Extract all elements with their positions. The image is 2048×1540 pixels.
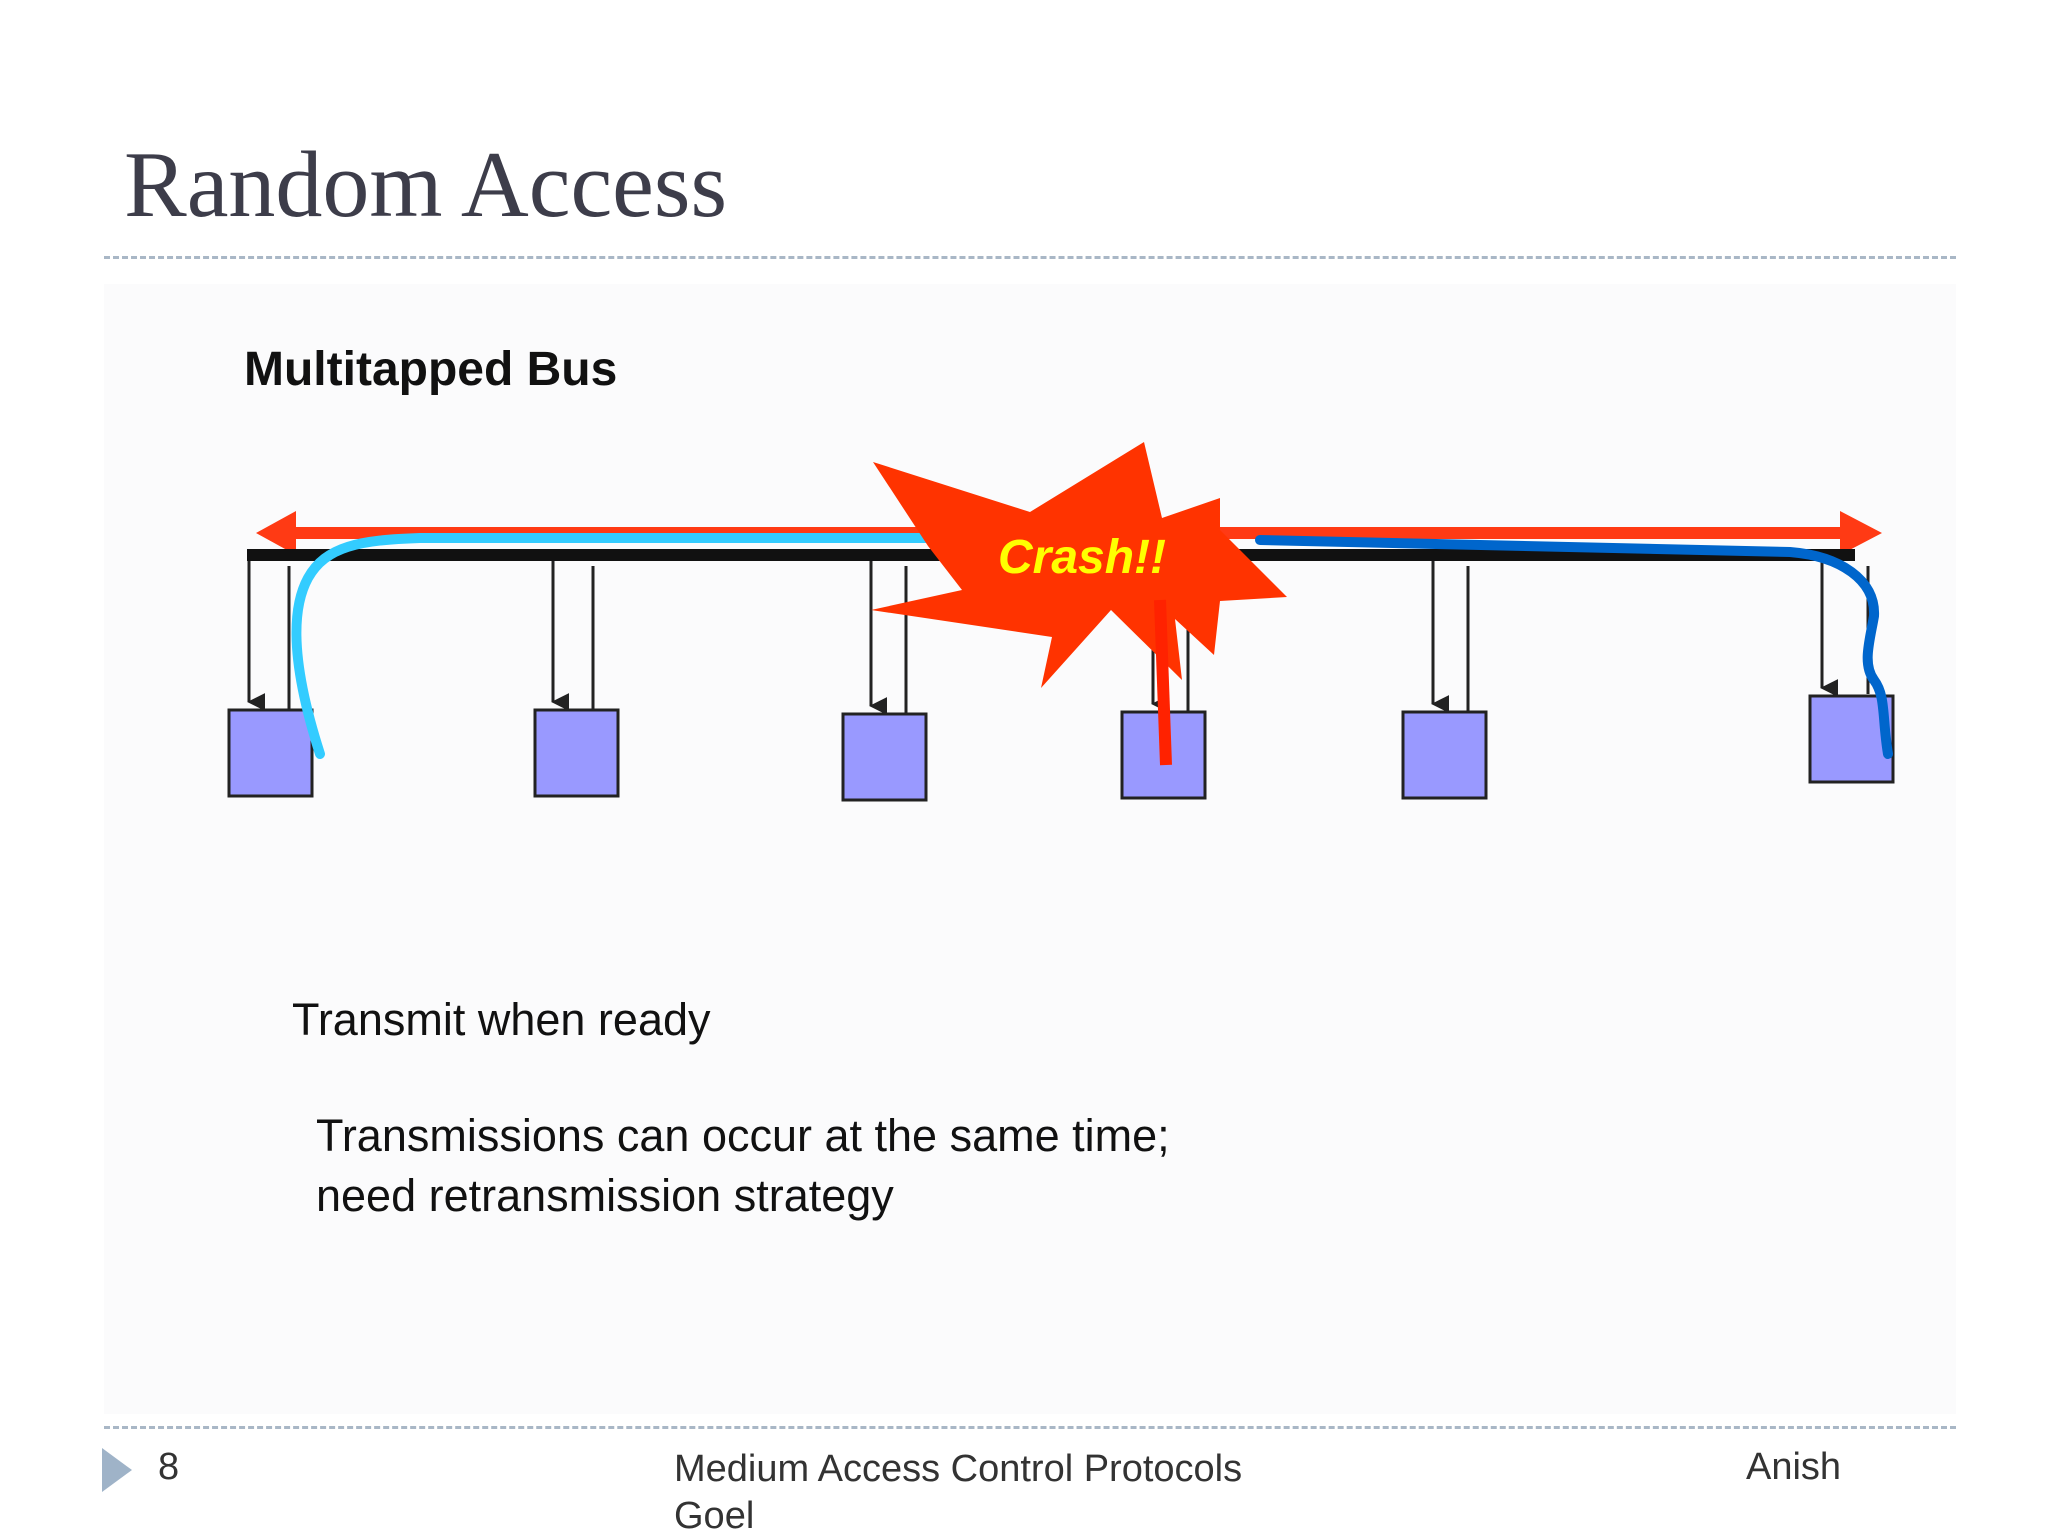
footer-author: Anish bbox=[1746, 1446, 1842, 1488]
station-2 bbox=[533, 708, 620, 798]
bullet-retransmission-line-2: need retransmission strategy bbox=[316, 1170, 894, 1221]
title-divider bbox=[104, 256, 1956, 259]
footer-divider bbox=[104, 1426, 1956, 1429]
signal-crash bbox=[1154, 599, 1172, 766]
crash-burst bbox=[871, 442, 1287, 688]
diagram-area bbox=[104, 284, 1956, 1414]
crash-label: Crash!! bbox=[998, 531, 1166, 584]
footer-center-line-1: Medium Access Control Protocols bbox=[674, 1448, 1243, 1490]
page-title: Random Access bbox=[124, 133, 728, 237]
signal-right bbox=[1255, 535, 1893, 759]
bullet-retransmission-line-1: Transmissions can occur at the same time… bbox=[316, 1110, 1170, 1161]
bullet-retransmission: Transmissions can occur at the same time… bbox=[316, 1106, 1296, 1226]
signal-left bbox=[291, 533, 935, 759]
footer-course-title: Medium Access Control Protocols Goel bbox=[674, 1446, 1242, 1540]
station-5 bbox=[1401, 710, 1488, 800]
footer-center-line-2: Goel bbox=[674, 1495, 755, 1537]
stations bbox=[227, 694, 1895, 802]
station-3 bbox=[841, 712, 928, 802]
station-1 bbox=[227, 708, 314, 798]
footer-triangle-icon bbox=[102, 1448, 132, 1492]
bullet-transmit-when-ready: Transmit when ready bbox=[292, 994, 711, 1045]
page-number: 8 bbox=[158, 1446, 180, 1488]
diagram-heading: Multitapped Bus bbox=[244, 343, 618, 396]
